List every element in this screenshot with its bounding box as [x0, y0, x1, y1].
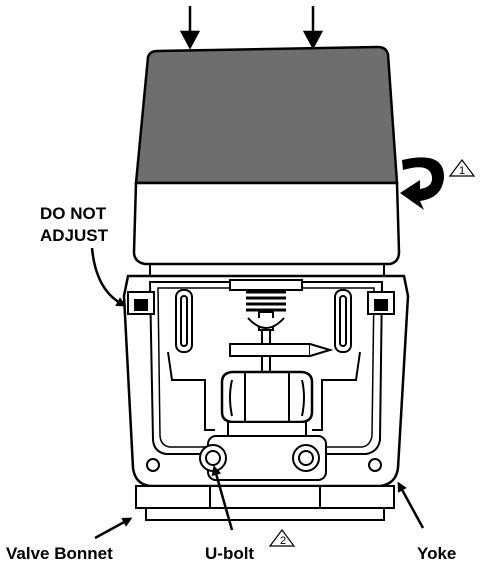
actuator-lower-housing [132, 181, 401, 266]
yoke-label: Yoke [417, 544, 457, 563]
callout-triangle-1: 1 [448, 159, 476, 177]
u-bolt-leader [211, 465, 234, 531]
callout-number-2: 2 [280, 535, 286, 547]
leader-lines [90, 247, 425, 540]
actuator-top-housing [134, 45, 399, 185]
valve-bonnet-leader [94, 517, 133, 540]
adjust-label: ADJUST [40, 226, 109, 245]
stem-assembly [229, 279, 334, 373]
force-arrows [179, 6, 324, 50]
valve-bonnet-label: Valve Bonnet [6, 544, 113, 563]
yoke-leader [397, 481, 425, 529]
do-not-adjust-leader [90, 247, 127, 307]
rotation-arrow [400, 157, 445, 210]
callout-number-1: 1 [459, 165, 465, 177]
yoke-side-slots [167, 289, 361, 431]
u-bolt [146, 435, 382, 481]
callout-triangle-2: 2 [268, 529, 296, 547]
u-bolt-label: U-bolt [205, 544, 255, 563]
packing-nut [220, 370, 314, 424]
valve-bonnet [135, 485, 395, 521]
do-not-label: DO NOT [40, 204, 107, 223]
mount-clips [127, 291, 395, 315]
